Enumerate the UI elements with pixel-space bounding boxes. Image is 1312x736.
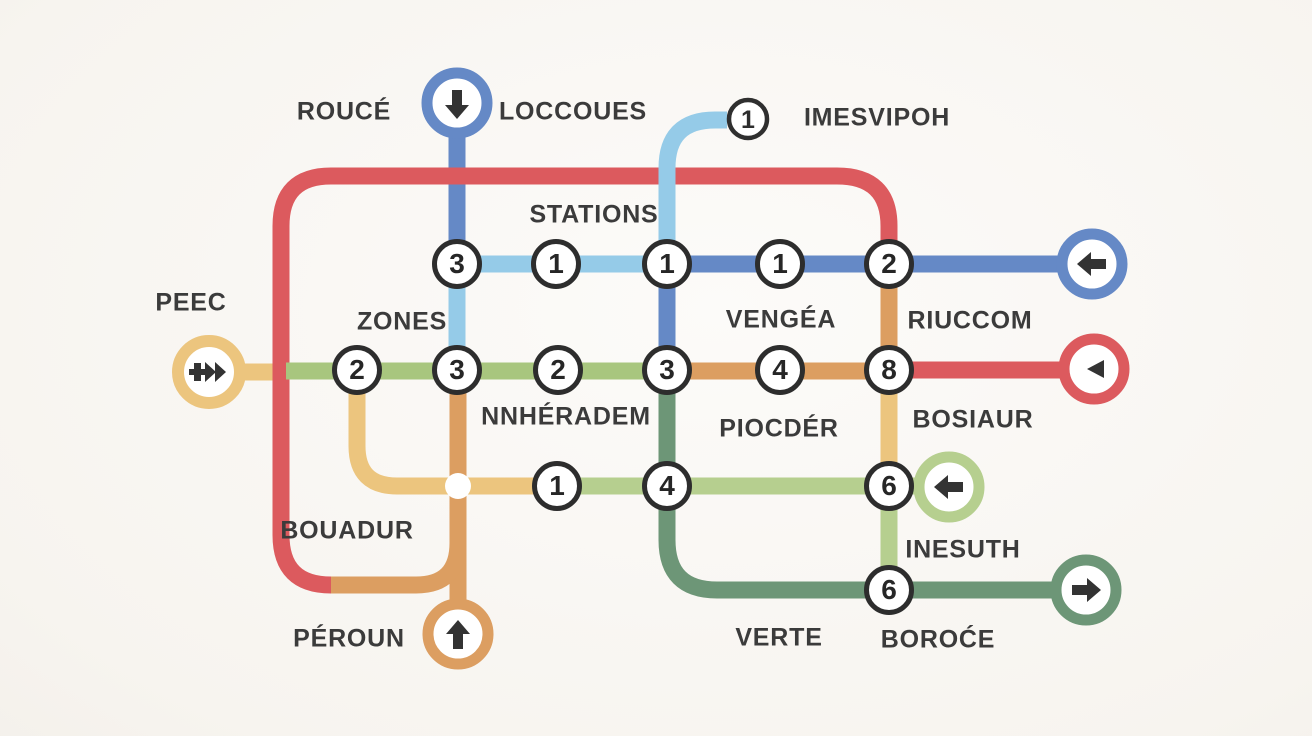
label-bouadur: BOUADUR: [280, 516, 414, 545]
label-stations: STATIONS: [529, 200, 659, 229]
station-marker: 6: [864, 565, 914, 615]
dark-green-line: [658, 370, 1054, 599]
label-zones: ZONES: [356, 307, 448, 336]
station-marker: 1: [532, 461, 582, 511]
orange-line-bottom: [331, 542, 467, 594]
station-marker: 2: [332, 345, 382, 395]
right-arrow-icon: [1072, 578, 1101, 602]
label-loccoues: LOCCOUES: [498, 97, 648, 126]
station-marker: 2: [533, 345, 583, 395]
label-bosiaur: BOSIAUR: [912, 405, 1034, 434]
station-marker: 1: [531, 239, 581, 289]
down-arrow-icon: [445, 90, 469, 119]
imesvipoh-badge-ring: [726, 97, 770, 141]
left-arrow-icon: [934, 475, 963, 499]
label-verte: VERTE: [735, 623, 823, 652]
station-marker: 8: [864, 345, 914, 395]
label-peroun: PÉROUN: [293, 624, 405, 653]
station-marker: 2: [864, 239, 914, 289]
station-marker: 1: [755, 239, 805, 289]
label-rouce: ROUCÉ: [296, 97, 392, 126]
up-arrow-icon: [446, 620, 470, 649]
station-marker: 3: [642, 345, 692, 395]
yellow-line-curve: [348, 370, 557, 495]
transfer-double-arrow-icon: [189, 362, 226, 382]
label-boroce: BOROĆE: [880, 625, 996, 654]
station-marker: 6: [864, 461, 914, 511]
label-nnheradem: NNHÉRADEM: [481, 402, 651, 431]
imesvipoh-badge-number: 1: [741, 106, 755, 134]
label-inesuth: INESUTH: [905, 535, 1021, 564]
label-riuccom: RIUCCOM: [907, 306, 1033, 335]
label-piocder: PIOCDÉR: [719, 414, 839, 443]
station-marker: 4: [755, 345, 805, 395]
light-blue-line: [457, 111, 727, 273]
station-marker: 4: [642, 461, 692, 511]
station-marker: 1: [642, 239, 692, 289]
interchange-dot: [445, 473, 471, 499]
station-marker: 3: [432, 345, 482, 395]
label-peec: PEEC: [155, 288, 227, 317]
left-arrow-icon: [1077, 252, 1106, 276]
label-imesvipoh: IMESVIPOH: [803, 103, 951, 132]
label-vengea: VENGÉA: [725, 305, 837, 334]
left-triangle-icon: [1087, 360, 1104, 378]
station-marker: 3: [432, 239, 482, 289]
red-line-main: [272, 167, 898, 594]
